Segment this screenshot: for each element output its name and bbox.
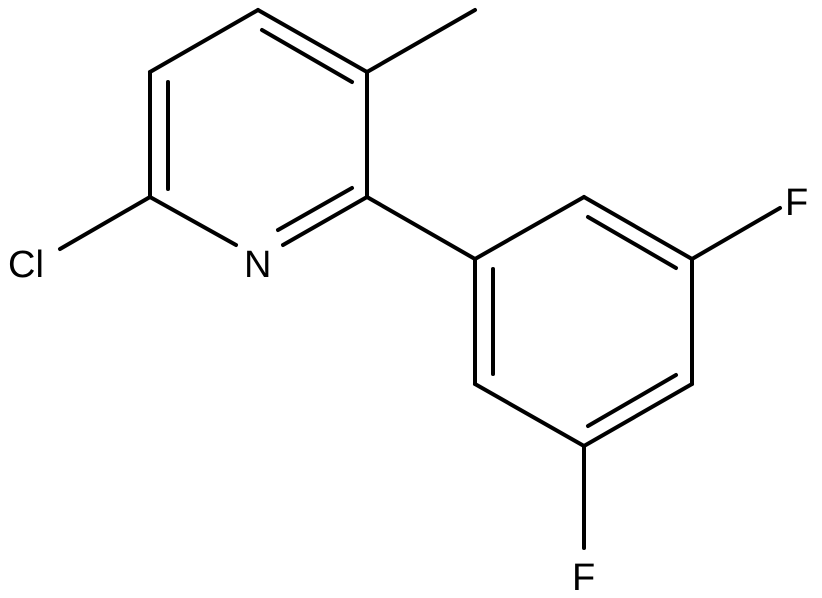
bond-c4-c3-inner	[260, 28, 354, 84]
bond-c2-aryl	[365, 195, 477, 261]
bond-p2-p3	[582, 195, 694, 261]
bond-p5-p6	[473, 382, 586, 448]
bond-c6-cl	[58, 195, 152, 251]
chlorine-label: Cl	[8, 244, 44, 286]
bond-p4-p5	[582, 382, 694, 448]
bond-c3-methyl	[365, 8, 477, 74]
bond-p3-f-top	[690, 206, 782, 261]
fluorine-bottom-label: F	[572, 557, 595, 598]
nitrogen-label: N	[244, 244, 271, 286]
bond-c4-c3	[256, 8, 369, 74]
bond-p1-p2	[473, 195, 586, 261]
bond-c2-n1-inner	[276, 186, 354, 232]
bond-n1-c6	[148, 195, 238, 247]
bond-c2-n1	[281, 195, 369, 247]
fluorine-top-label: F	[785, 182, 808, 224]
pyridine-ring	[148, 8, 369, 247]
phenyl-ring	[473, 195, 694, 448]
bond-p4-p5-inner	[586, 373, 678, 428]
bond-c5-c4	[148, 8, 260, 74]
bond-p2-p3-inner	[586, 215, 678, 270]
